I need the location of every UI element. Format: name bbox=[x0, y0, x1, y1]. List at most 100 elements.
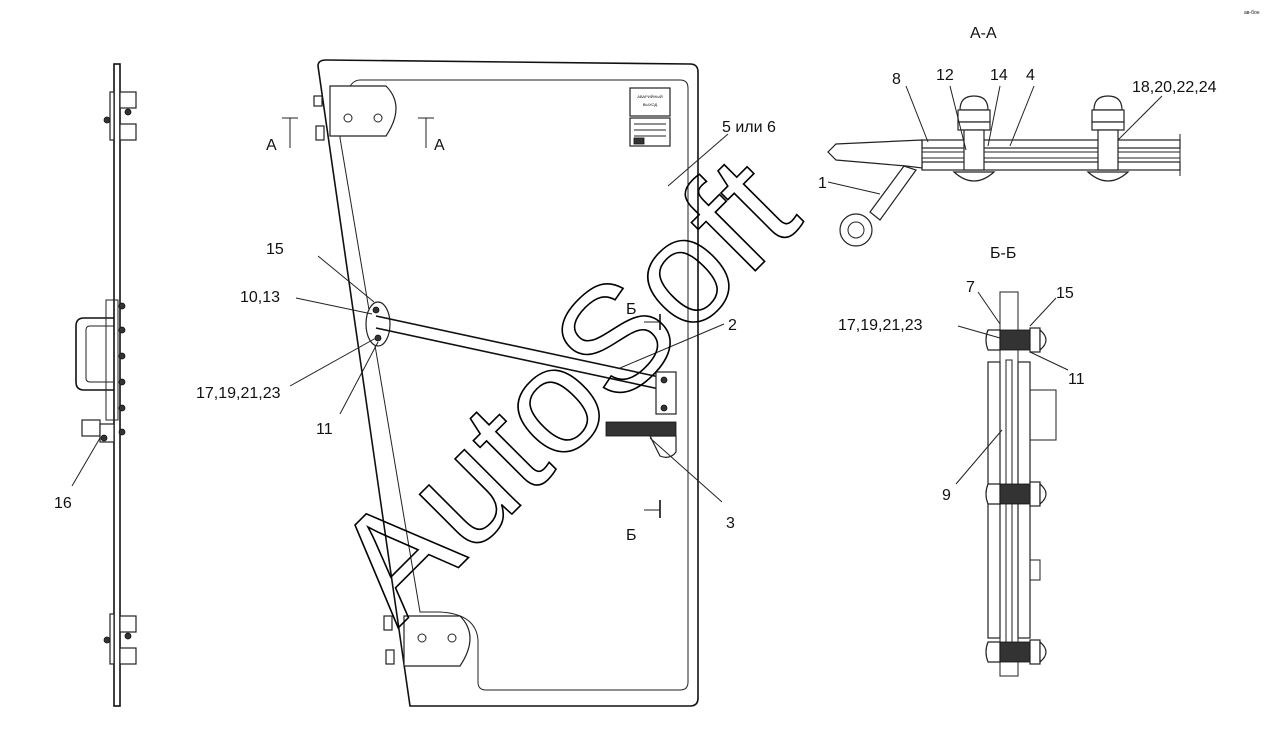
label-7: 7 bbox=[966, 279, 975, 296]
label-8: 8 bbox=[892, 71, 901, 88]
hinge-hole bbox=[343, 113, 353, 123]
watermark: AutoSoft bbox=[302, 125, 828, 651]
hinge-knuckle bbox=[313, 95, 323, 107]
bb-nut-1 bbox=[1029, 327, 1041, 353]
label-15-right: 15 bbox=[1056, 285, 1074, 302]
label-15: 15 bbox=[266, 241, 284, 258]
bb-cap-2 bbox=[1039, 482, 1047, 506]
label-10-13: 10,13 bbox=[240, 289, 280, 306]
side-rivet bbox=[118, 302, 126, 310]
label-11-right: 11 bbox=[1068, 371, 1085, 388]
leader-7 bbox=[977, 291, 1001, 325]
side-rivet bbox=[118, 428, 126, 436]
cut-b-top: Б bbox=[626, 301, 637, 318]
section-aa: А-А 8 12 14 4 18,20,22,24 1 bbox=[818, 25, 1217, 247]
bb-bolt-2 bbox=[999, 483, 1031, 505]
door-outline bbox=[317, 59, 699, 707]
side-rivet bbox=[118, 404, 126, 412]
bb-bolt-3 bbox=[999, 641, 1031, 663]
side-latch bbox=[81, 419, 101, 437]
leader-16 bbox=[71, 437, 101, 487]
leader-1 bbox=[827, 181, 881, 195]
bb-handle-stub bbox=[1030, 389, 1057, 441]
bracket-bolt bbox=[372, 306, 380, 314]
label-5-6: 5 или 6 bbox=[722, 119, 776, 136]
placard-mark bbox=[633, 137, 645, 145]
cut-a-right: А bbox=[434, 137, 445, 154]
side-hinge-bottom-lower bbox=[119, 647, 137, 665]
aa-hinge-pin-inner bbox=[847, 221, 865, 239]
hinge-plate-top bbox=[329, 85, 397, 137]
bb-bolt-head-1 bbox=[985, 329, 1001, 351]
front-view: АВАРИЙНЫЙ ВЫХОД А А Б Б 5 bbox=[196, 59, 776, 707]
aa-nut-right bbox=[1091, 109, 1125, 123]
aa-glass bbox=[921, 151, 1181, 159]
glass-border bbox=[339, 79, 689, 691]
label-14: 14 bbox=[990, 67, 1008, 84]
corner-mark: ав-бон bbox=[1244, 10, 1260, 16]
label-16: 16 bbox=[54, 495, 72, 512]
placard-line1: АВАРИЙНЫЙ bbox=[637, 94, 663, 99]
aa-nut-left bbox=[957, 109, 991, 123]
leader-4 bbox=[1009, 85, 1035, 147]
label-11-left: 11 bbox=[316, 421, 333, 438]
leader-8 bbox=[905, 85, 929, 143]
aa-washer-right bbox=[1091, 121, 1125, 131]
handle-bar-lower bbox=[375, 327, 665, 391]
bb-bolt-head-3 bbox=[985, 641, 1001, 663]
hinge-hole bbox=[417, 633, 427, 643]
aa-bolt-left bbox=[963, 129, 985, 171]
side-handle bbox=[75, 317, 114, 391]
side-nut bbox=[124, 632, 132, 640]
aa-hinge-link bbox=[869, 165, 917, 221]
leader-14 bbox=[987, 85, 1001, 147]
side-handle-inner bbox=[85, 325, 114, 383]
cut-a-left: А bbox=[266, 137, 277, 154]
hinge-hole bbox=[373, 113, 383, 123]
side-bolt-head bbox=[103, 636, 111, 644]
exit-placard bbox=[629, 87, 671, 117]
side-rivet bbox=[118, 378, 126, 386]
side-rivet bbox=[118, 326, 126, 334]
leader-5-6 bbox=[667, 133, 729, 187]
side-hinge-bottom-plate bbox=[109, 613, 115, 665]
side-view-panel bbox=[113, 63, 121, 707]
bb-bolt-head-2 bbox=[985, 483, 1001, 505]
leader-17-23-left bbox=[289, 337, 377, 387]
leader-12 bbox=[949, 85, 967, 151]
bracket-bolt bbox=[660, 376, 668, 384]
bb-nut-2 bbox=[1029, 481, 1041, 507]
side-hinge-bottom-upper bbox=[119, 615, 137, 633]
leader-15-right bbox=[1029, 297, 1057, 327]
aa-bolt-right bbox=[1097, 129, 1119, 171]
section-bb-title: Б-Б bbox=[990, 245, 1016, 262]
aa-washer-left bbox=[957, 121, 991, 131]
placard-line2: ВЫХОД bbox=[643, 102, 658, 107]
bb-latch-stub bbox=[1030, 559, 1041, 581]
aa-outer-plate bbox=[921, 139, 1181, 149]
hinge-knuckle bbox=[315, 125, 325, 141]
aa-hinge-pin bbox=[839, 213, 873, 247]
side-hinge-top-plate bbox=[109, 91, 115, 141]
handle-bracket-left bbox=[365, 301, 391, 347]
bb-bolt-1 bbox=[999, 329, 1031, 351]
hinge-knuckle bbox=[385, 649, 395, 665]
side-view: 16 bbox=[54, 63, 137, 707]
side-bolt-head bbox=[103, 116, 111, 124]
label-18-24: 18,20,22,24 bbox=[1132, 79, 1217, 96]
hinge-hole bbox=[447, 633, 457, 643]
leader-11-left bbox=[339, 341, 379, 415]
aa-cap-nut-right bbox=[1093, 95, 1123, 111]
handle-bracket-right bbox=[655, 371, 677, 415]
section-bb: Б-Б 7 15 17,19,21,23 11 9 bbox=[838, 245, 1085, 677]
hinge-plate-bottom bbox=[403, 615, 471, 667]
leader-17-23-right bbox=[957, 325, 1001, 339]
side-hinge-top-lower bbox=[119, 123, 137, 141]
side-rivet bbox=[118, 352, 126, 360]
leader-2 bbox=[619, 323, 725, 369]
label-9: 9 bbox=[942, 487, 951, 504]
hinge-knuckle bbox=[383, 615, 393, 631]
label-12: 12 bbox=[936, 67, 954, 84]
label-1: 1 bbox=[818, 175, 827, 192]
aa-bolt-head-right bbox=[1086, 171, 1130, 182]
